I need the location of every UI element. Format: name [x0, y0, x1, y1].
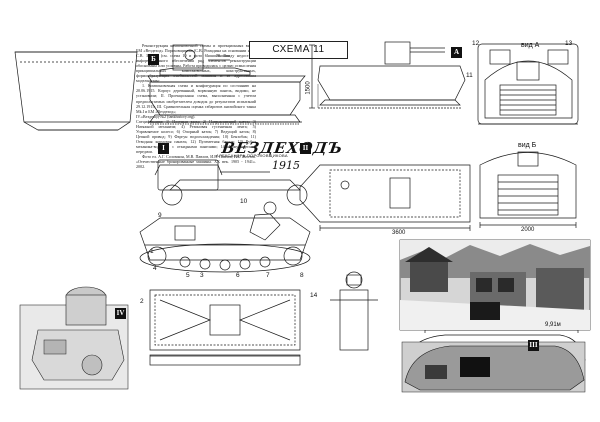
section-ii-marker: II	[300, 143, 311, 154]
callout-1: 1	[150, 248, 154, 255]
side-profile-top	[147, 44, 306, 125]
callout-12: 12	[472, 40, 480, 47]
callout-7: 7	[266, 272, 270, 279]
lower-plan-view	[149, 271, 378, 366]
chassis-view-1	[154, 159, 308, 206]
dim-2000: 2000	[521, 227, 535, 233]
photo-area	[399, 239, 591, 393]
callout-4: 4	[153, 265, 157, 272]
callout-11: 11	[466, 72, 473, 79]
schema-title: СХЕМА 11	[249, 41, 348, 59]
callout-3: 3	[200, 272, 204, 279]
cutaway-view-2	[139, 201, 311, 273]
view-a-label: вид А	[521, 42, 540, 49]
view-b-label: вид Б	[518, 142, 537, 149]
section-i-marker: I	[158, 143, 169, 154]
plan-view	[299, 164, 471, 231]
intro-spec: Спецификация: 1) Несущая рама; 2) Направ…	[136, 118, 256, 154]
section-iii-marker: III	[528, 340, 539, 351]
callout-9: 9	[158, 212, 162, 219]
rear-view-b	[479, 151, 577, 228]
view-b-marker: Б	[148, 54, 159, 65]
right-side-view	[309, 41, 466, 109]
photo-iv	[19, 286, 129, 390]
front-view-a	[477, 43, 579, 125]
dim-mk1-length: 9,91м	[545, 322, 561, 328]
view-a-marker: А	[451, 47, 462, 58]
intro-list: 1. Компоновочная схема и конфигурация по…	[136, 83, 256, 114]
logo-year: 1915	[272, 159, 300, 172]
callout-5: 5	[186, 272, 190, 279]
section-iv-marker: IV	[115, 308, 126, 319]
callout-10: 10	[240, 198, 248, 205]
callout-8: 8	[300, 272, 304, 279]
intro-photo: Фото ел. А.Г. Соломкин, М.В. Павлов, И.В…	[136, 154, 256, 170]
callout-6: 6	[236, 272, 240, 279]
logo-author: АЛЕКСАНДРА ПОРОХОВЩИКОВА	[216, 153, 288, 158]
callout-2: 2	[140, 298, 144, 305]
callout-14: 14	[310, 292, 318, 299]
callout-13: 13	[565, 40, 573, 47]
dim-1500: 1500	[305, 81, 312, 95]
intro-refs: IV.«Вездеход-№2 (tankhistory.org).	[136, 113, 196, 119]
dim-3600: 3600	[392, 230, 406, 236]
side-view-b	[14, 51, 138, 131]
